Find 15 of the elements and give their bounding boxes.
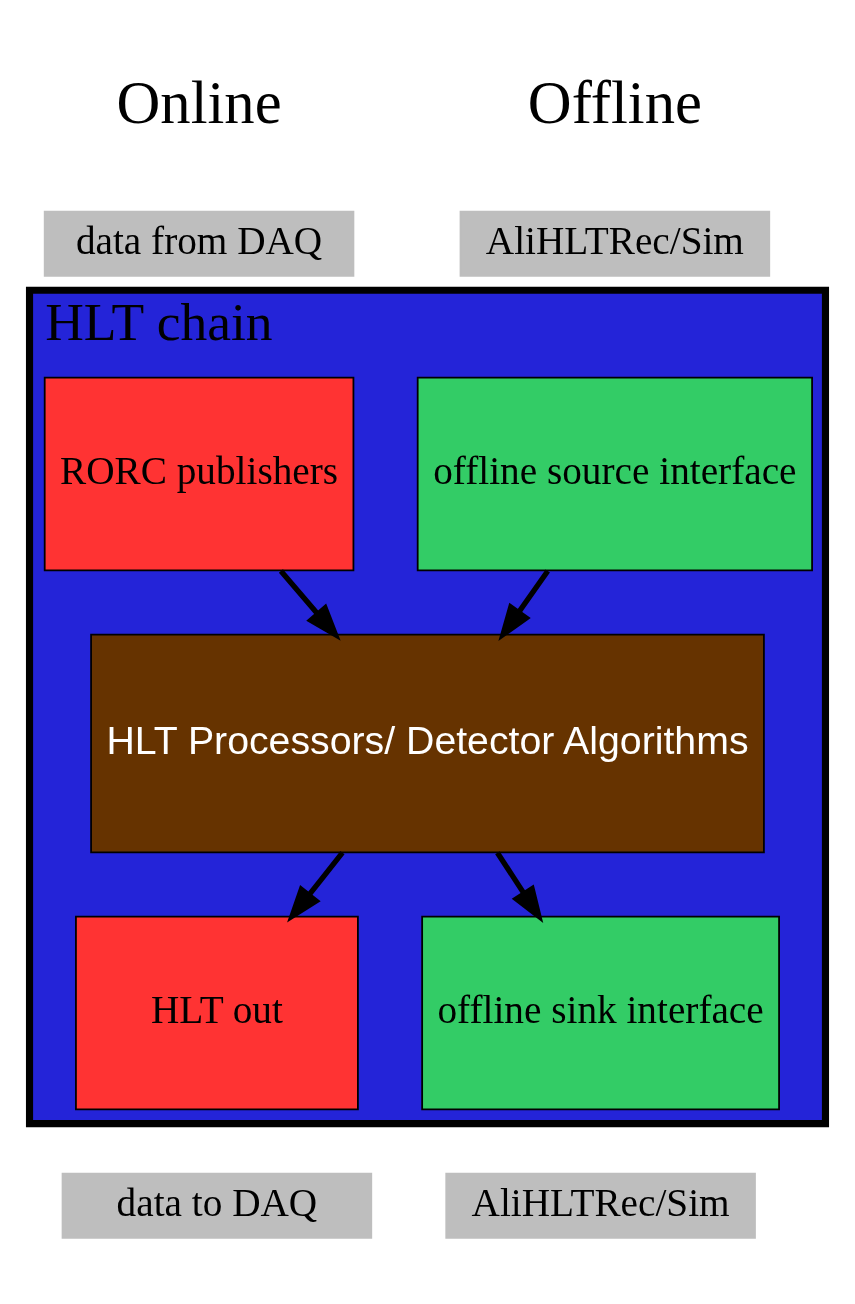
arrow — [498, 569, 550, 641]
label: Online — [116, 68, 282, 136]
arrow — [287, 850, 345, 923]
node-box: HLT Processors/ Detector Algorithms — [90, 633, 765, 853]
node-box: offline sink interface — [421, 915, 780, 1110]
node-box: offline source interface — [416, 376, 813, 571]
node-box: AliHLTRec/Sim — [445, 1172, 756, 1239]
node-box: data to DAQ — [61, 1172, 373, 1239]
node-box: data from DAQ — [43, 210, 355, 277]
node-box: RORC publishers — [43, 376, 355, 571]
arrow — [278, 568, 341, 641]
arrow — [495, 850, 544, 923]
label: Offline — [527, 68, 702, 136]
node-box: AliHLTRec/Sim — [459, 210, 771, 277]
node-box: HLT out — [75, 915, 359, 1110]
